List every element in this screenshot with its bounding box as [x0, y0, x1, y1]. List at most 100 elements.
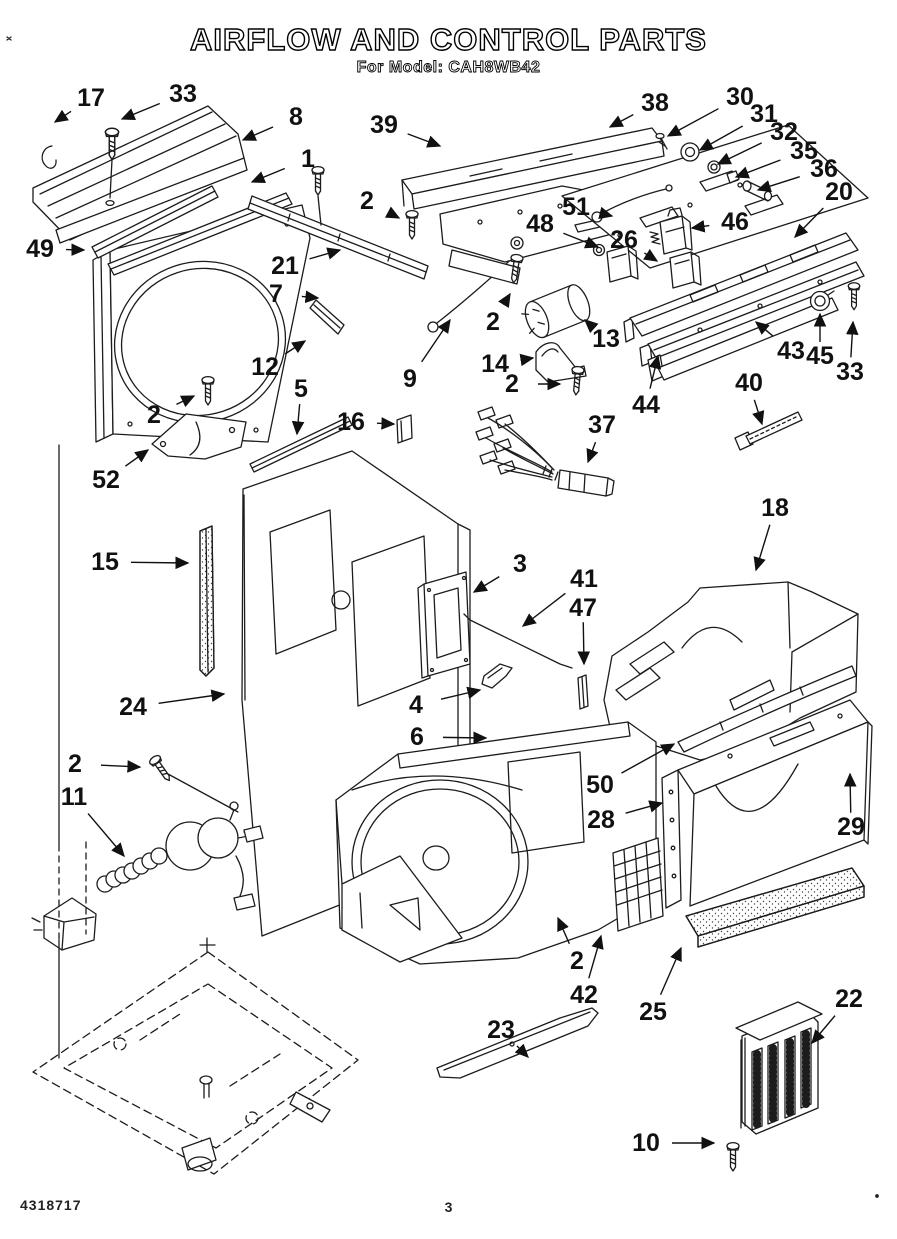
svg-text:30: 30 — [726, 83, 754, 111]
part-screw-10 — [726, 1141, 740, 1172]
part-support-rail-39 — [401, 127, 665, 210]
svg-text:2: 2 — [68, 750, 82, 778]
svg-text:51: 51 — [562, 193, 590, 221]
svg-text:22: 22 — [835, 985, 863, 1013]
callout-3: 3 — [472, 550, 527, 593]
part-washer — [510, 236, 524, 250]
svg-text:35: 35 — [790, 137, 818, 165]
callout-2-screw-left: 2 — [147, 395, 196, 429]
callout-33-right: 33 — [836, 320, 864, 386]
svg-text:20: 20 — [825, 178, 853, 206]
svg-text:26: 26 — [610, 226, 638, 254]
callout-38: 38 — [608, 89, 669, 128]
part-knob-hardware-chain — [655, 132, 773, 202]
svg-text:7: 7 — [269, 280, 283, 308]
callout-22: 22 — [811, 985, 863, 1045]
part-escutcheon-20 — [623, 232, 859, 343]
svg-text:17: 17 — [77, 84, 105, 112]
callout-25: 25 — [639, 946, 682, 1026]
svg-text:37: 37 — [588, 411, 616, 439]
part-capacitor-13 — [521, 284, 591, 339]
callout-5: 5 — [291, 375, 308, 436]
part-switch-46 — [649, 207, 693, 255]
callout-18: 18 — [753, 494, 789, 572]
part-clip-16 — [396, 414, 413, 444]
part-pin-47 — [577, 674, 589, 710]
part-screw-2-bracket — [569, 365, 585, 397]
svg-text:28: 28 — [587, 806, 615, 834]
part-base-pan-details — [181, 937, 331, 1172]
svg-text:6: 6 — [410, 723, 424, 751]
page-subtitle: For Model: CAH8WB42 — [356, 59, 541, 77]
callout-45: 45 — [806, 312, 834, 370]
page-number: 3 — [444, 1199, 453, 1215]
svg-text:52: 52 — [92, 466, 120, 494]
part-rear-grille-28 — [661, 699, 873, 909]
callout-1: 1 — [250, 145, 315, 184]
callout-10: 10 — [632, 1129, 716, 1157]
part-vent-door-3 — [417, 571, 471, 679]
callout-37: 37 — [586, 411, 616, 464]
scan-artifact — [6, 36, 879, 1198]
callout-2-screw-cord: 2 — [68, 750, 142, 778]
part-wiring-harness-37 — [475, 406, 615, 497]
callout-7: 7 — [269, 280, 320, 308]
callout-23: 23 — [487, 1016, 529, 1058]
svg-text:29: 29 — [837, 813, 865, 841]
callout-2-rail: 2 — [360, 187, 401, 219]
callout-29: 29 — [837, 772, 865, 841]
part-hook-clip — [41, 145, 57, 169]
part-thermostat-26 — [606, 245, 702, 289]
part-screw-33-top — [104, 127, 120, 207]
svg-text:8: 8 — [289, 103, 303, 131]
svg-text:5: 5 — [294, 375, 308, 403]
part-mounting-rail-21 — [247, 195, 429, 280]
svg-text:3: 3 — [513, 550, 527, 578]
callout-41: 41 — [521, 565, 598, 627]
svg-text:4: 4 — [409, 691, 423, 719]
part-rod-41 — [463, 613, 573, 669]
svg-text:33: 33 — [836, 358, 864, 386]
callout-44: 44 — [632, 354, 662, 419]
part-seal-band-50 — [677, 665, 857, 753]
part-screw-2-rail — [405, 209, 419, 240]
svg-text:50: 50 — [586, 771, 614, 799]
svg-text:44: 44 — [632, 391, 660, 419]
svg-text:24: 24 — [119, 693, 147, 721]
callout-26: 26 — [610, 226, 659, 262]
part-foam-seal-25 — [685, 867, 865, 948]
callout-43: 43 — [754, 321, 805, 365]
callout-31: 31 — [698, 100, 778, 151]
callout-8: 8 — [241, 103, 303, 141]
callout-24: 24 — [119, 689, 226, 721]
svg-text:15: 15 — [91, 548, 119, 576]
callout-47: 47 — [569, 594, 597, 666]
projection-lines — [58, 444, 87, 1059]
svg-text:2: 2 — [505, 370, 519, 398]
callout-50: 50 — [586, 743, 676, 799]
svg-text:42: 42 — [570, 981, 598, 1009]
callout-42: 42 — [570, 934, 604, 1009]
svg-text:47: 47 — [569, 594, 597, 622]
part-bracket-14 — [535, 342, 587, 383]
page-title: AIRFLOW AND CONTROL PARTS — [189, 21, 707, 57]
callout-17: 17 — [53, 84, 105, 123]
svg-text:32: 32 — [770, 118, 798, 146]
svg-text:38: 38 — [641, 89, 669, 117]
svg-text:45: 45 — [806, 342, 834, 370]
part-bracket-52 — [151, 413, 247, 460]
callout-28: 28 — [587, 800, 664, 834]
callout-51: 51 — [562, 193, 614, 221]
part-base-pan — [32, 951, 359, 1175]
svg-text:10: 10 — [632, 1129, 660, 1157]
part-seal-strip-15 — [199, 525, 215, 677]
part-clip-4 — [481, 663, 513, 689]
callout-52: 52 — [92, 449, 150, 494]
part-screw-1 — [311, 165, 325, 226]
svg-text:11: 11 — [61, 783, 88, 811]
document-number: 4318717 — [20, 1197, 82, 1213]
callout-49: 49 — [26, 235, 86, 263]
callout-12: 12 — [251, 340, 307, 381]
